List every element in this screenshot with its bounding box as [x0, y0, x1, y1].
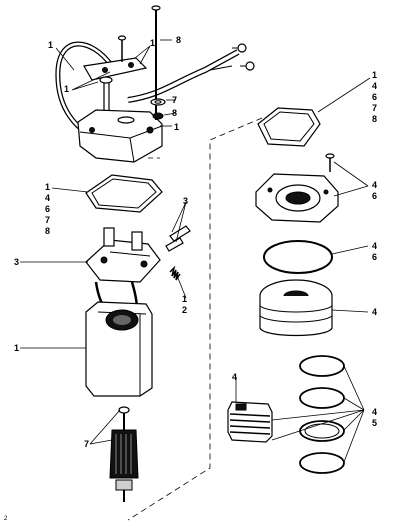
svg-text:1: 1	[45, 182, 50, 192]
callout-frame: 1	[14, 343, 19, 353]
svg-text:4: 4	[372, 180, 377, 190]
svg-text:4: 4	[372, 407, 377, 417]
svg-text:7: 7	[45, 215, 50, 225]
svg-text:5: 5	[372, 418, 377, 428]
gasket-left	[85, 174, 163, 213]
callout-end-cap: 1	[174, 122, 179, 132]
figure-code: 2	[4, 516, 8, 522]
callout-magnet-stack: 4	[232, 372, 237, 382]
callout-clips: 3	[183, 196, 188, 206]
o-ring	[263, 240, 333, 274]
assembly-guide-lines	[127, 117, 263, 521]
frame-housing	[85, 301, 153, 397]
callout-o-ring: 4 6	[372, 241, 377, 262]
callout-hose: 1	[48, 40, 53, 50]
callout-ring-set: 4 5	[372, 407, 377, 428]
callout-armature: 7	[84, 439, 89, 449]
callout-screw-top: 1	[150, 38, 155, 48]
callout-brush-holder: 3	[14, 257, 19, 267]
svg-text:1: 1	[372, 70, 377, 80]
callout-pulley: 4	[372, 307, 377, 317]
screw-right	[325, 153, 335, 172]
svg-text:1: 1	[182, 294, 187, 304]
svg-text:8: 8	[372, 114, 377, 124]
magnet-stack	[227, 401, 273, 443]
brush-holder	[85, 227, 161, 315]
svg-text:4: 4	[45, 193, 50, 203]
callout-bracket: 1	[64, 84, 69, 94]
svg-text:6: 6	[372, 252, 377, 262]
callout-gasket-right: 1 4 6 7 8	[372, 70, 377, 124]
svg-text:4: 4	[372, 241, 377, 251]
callout-long-bolt: 8	[176, 35, 181, 45]
svg-text:2: 2	[182, 305, 187, 315]
brush-clips	[165, 225, 191, 252]
callout-labels: 1 1 1 8 7 8 1 1 4 6 7 8 3 3 1 2 1 7 1 4 …	[4, 35, 377, 522]
svg-text:4: 4	[372, 81, 377, 91]
svg-text:8: 8	[45, 226, 50, 236]
end-cap-assembly	[55, 5, 255, 163]
svg-text:7: 7	[372, 103, 377, 113]
svg-text:6: 6	[372, 92, 377, 102]
callout-gasket-left: 1 4 6 7 8	[45, 182, 50, 236]
gasket-right	[257, 107, 321, 147]
svg-text:6: 6	[45, 204, 50, 214]
callout-spring: 1 2	[182, 294, 187, 315]
leader-lines	[20, 39, 371, 463]
svg-text:6: 6	[372, 191, 377, 201]
end-plate	[255, 173, 339, 223]
callout-screw: 8	[172, 108, 177, 118]
brush-spring	[169, 265, 181, 281]
rotor-pulley	[259, 279, 333, 337]
armature	[109, 406, 139, 502]
callout-washer: 7	[172, 95, 177, 105]
ring-set	[299, 355, 345, 474]
callout-end-plate: 4 6	[372, 180, 377, 201]
